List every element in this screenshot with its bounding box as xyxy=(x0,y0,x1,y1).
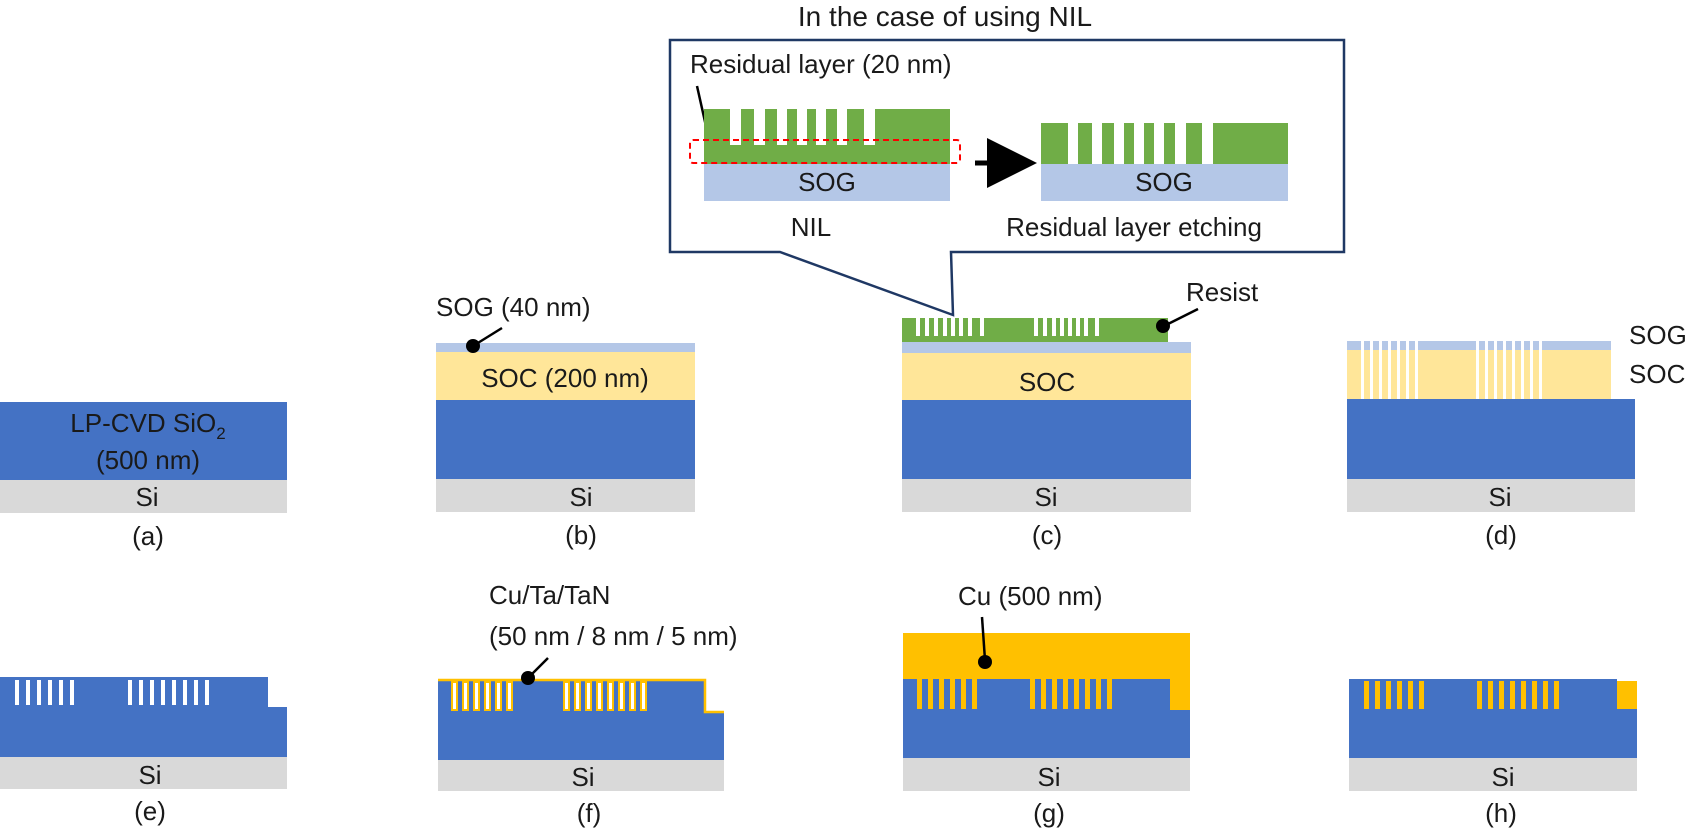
oxide-layer xyxy=(1347,399,1635,479)
sog-layer xyxy=(902,342,1191,353)
panel-b: SOG (40 nm) SOC (200 nm) Si (b) xyxy=(436,292,695,550)
si-substrate xyxy=(902,479,1191,512)
si-label: Si xyxy=(571,762,594,792)
soc-side-label: SOC xyxy=(1629,359,1685,389)
si-label: Si xyxy=(569,482,592,512)
oxide-layer xyxy=(903,679,1190,758)
resist-callout-label: Resist xyxy=(1186,277,1259,307)
nil-inset: In the case of using NIL Residual layer … xyxy=(668,1,1346,317)
residual-layer-label: Residual layer (20 nm) xyxy=(690,49,952,79)
si-substrate xyxy=(0,757,287,789)
oxide-layer xyxy=(0,402,287,480)
panel-c: Resist SOC Si (c) xyxy=(902,277,1259,550)
panel-caption: (f) xyxy=(577,798,602,828)
si-substrate xyxy=(438,760,724,791)
etch-step-label: Residual layer etching xyxy=(1006,212,1262,242)
resist-base xyxy=(902,336,1168,342)
cu-callout-label: Cu (500 nm) xyxy=(958,581,1103,611)
barrier-callout-dot xyxy=(521,671,535,685)
cu-filled-trenches xyxy=(917,679,1112,709)
oxide-layer xyxy=(902,400,1191,479)
barrier-label-line2: (50 nm / 8 nm / 5 nm) xyxy=(489,621,738,651)
cu-pad xyxy=(1617,681,1637,709)
si-label: Si xyxy=(135,482,158,512)
soc-layer xyxy=(902,353,1191,400)
si-label: Si xyxy=(1034,482,1057,512)
panel-d: SOG SOC Si (d) xyxy=(1347,320,1687,550)
panel-caption: (a) xyxy=(132,521,164,551)
oxide-label: LP-CVD SiO2 xyxy=(70,408,225,443)
etched-resist-lines-right xyxy=(1041,123,1288,164)
barrier-callout-line xyxy=(529,657,549,677)
cu-interconnect-lines xyxy=(1364,681,1559,709)
cu-callout-dot xyxy=(978,655,992,669)
resist-lines xyxy=(902,318,1168,336)
si-label: Si xyxy=(138,760,161,790)
nil-sog-left xyxy=(704,164,950,201)
resist-callout-line xyxy=(1165,307,1199,327)
etched-sog-right-label: SOG xyxy=(1135,167,1193,197)
barrier-liner-top xyxy=(438,678,724,714)
cu-callout-line xyxy=(980,616,987,661)
etched-trenches xyxy=(1361,341,1542,399)
sog-layer xyxy=(436,343,695,352)
panel-caption: (d) xyxy=(1485,520,1517,550)
nil-sog-left-label: SOG xyxy=(798,167,856,197)
si-substrate xyxy=(1349,758,1637,791)
si-label: Si xyxy=(1488,482,1511,512)
panel-caption: (g) xyxy=(1033,798,1065,828)
soc-label: SOC xyxy=(1019,367,1075,397)
oxide-layer xyxy=(0,677,287,757)
sog-callout-label: SOG (40 nm) xyxy=(436,292,591,322)
soc-label: SOC (200 nm) xyxy=(481,363,649,393)
etched-sog-right xyxy=(1041,164,1288,201)
si-label: Si xyxy=(1491,762,1514,792)
panel-caption: (e) xyxy=(134,796,166,826)
oxide-thickness-label: (500 nm) xyxy=(96,445,200,475)
residual-dashed-box xyxy=(689,139,961,164)
si-substrate xyxy=(1347,479,1635,512)
si-label: Si xyxy=(1037,762,1060,792)
panel-caption: (h) xyxy=(1485,798,1517,828)
si-substrate xyxy=(903,758,1190,791)
nil-resist-base-left xyxy=(704,145,950,164)
barrier-lined-trenches xyxy=(451,681,647,711)
sog-callout-dot xyxy=(466,339,480,353)
panel-caption: (c) xyxy=(1032,520,1062,550)
etched-trenches xyxy=(15,680,209,705)
panel-e: Si (e) xyxy=(0,677,287,826)
soc-layer xyxy=(436,352,695,400)
panel-caption: (b) xyxy=(565,520,597,550)
nil-step-label: NIL xyxy=(791,212,831,242)
si-substrate xyxy=(0,480,287,513)
panel-h: Si (h) xyxy=(1349,679,1637,828)
panel-g: Cu (500 nm) Si (g) xyxy=(903,581,1190,828)
sog-side-label: SOG xyxy=(1629,320,1687,350)
si-substrate xyxy=(436,479,695,512)
barrier-label-line1: Cu/Ta/TaN xyxy=(489,580,610,610)
inset-title: In the case of using NIL xyxy=(798,1,1092,32)
oxide-layer xyxy=(436,400,695,479)
resist-callout-dot xyxy=(1156,319,1170,333)
panel-f: Cu/Ta/TaN (50 nm / 8 nm / 5 nm) Si (f) xyxy=(438,580,738,828)
panel-a: LP-CVD SiO2 (500 nm) Si (a) xyxy=(0,402,287,551)
